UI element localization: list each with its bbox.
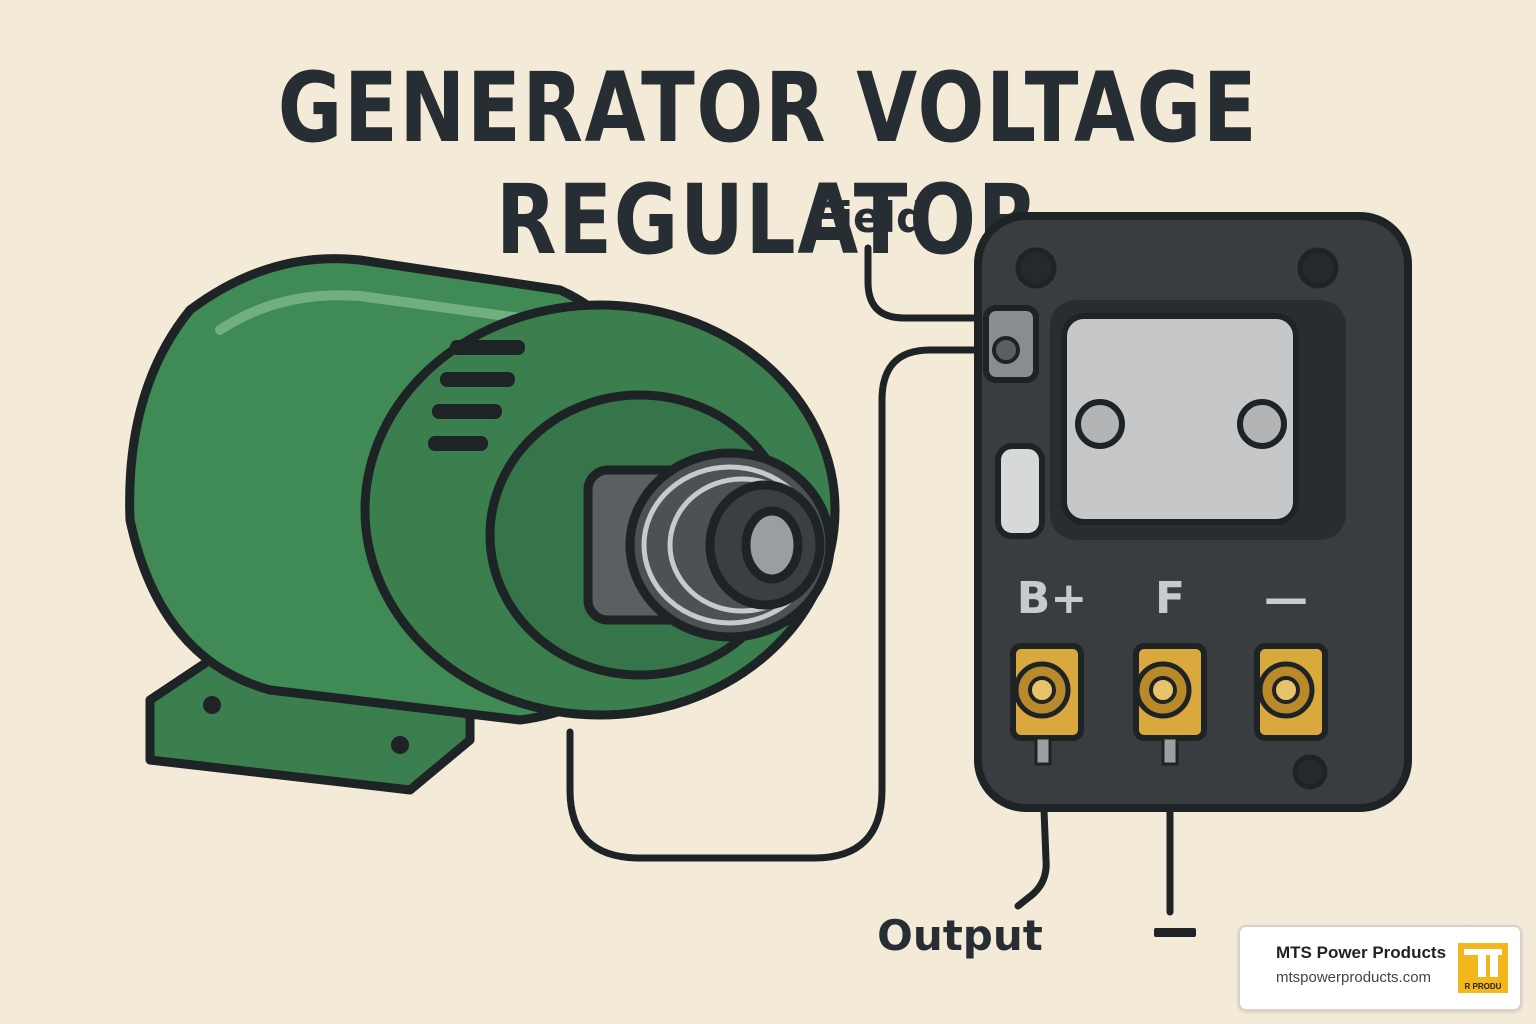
regulator-fuse xyxy=(995,443,1045,539)
brand-logo-text: R PRODU xyxy=(1464,982,1502,991)
terminal-label-minus: — xyxy=(1264,573,1308,624)
brand-name: MTS Power Products xyxy=(1276,943,1447,962)
mount-hole xyxy=(1297,247,1339,289)
brand-badge[interactable]: MTS Power Products mtspowerproducts.com … xyxy=(1238,925,1522,1011)
mount-hole xyxy=(1292,754,1328,790)
cover-screw xyxy=(1075,399,1125,449)
field-label: Field xyxy=(810,193,926,242)
terminal-minus xyxy=(1254,643,1328,741)
generator-wire xyxy=(566,346,1006,862)
generator xyxy=(125,254,840,795)
output-wire xyxy=(1014,756,1050,910)
terminal-b-plus xyxy=(1010,643,1084,766)
field-wire xyxy=(864,244,1009,322)
generator-vents xyxy=(428,340,525,451)
terminal-label-f: F xyxy=(1155,573,1185,624)
page-title: GENERATOR VOLTAGE REGULATOR xyxy=(277,52,1259,276)
terminal-f xyxy=(1133,643,1207,766)
cover-screw xyxy=(1237,399,1287,449)
brand-url[interactable]: mtspowerproducts.com xyxy=(1276,969,1432,986)
regulator-cover xyxy=(1061,313,1299,525)
output-label: Output xyxy=(877,911,1043,960)
generator-pulley xyxy=(583,448,835,642)
voltage-regulator: B+ F — xyxy=(974,212,1412,812)
brand-logo-icon: R PRODU xyxy=(1458,943,1508,993)
terminal-label-b-plus: B+ xyxy=(1017,573,1087,624)
ground-symbol xyxy=(1154,928,1196,937)
mount-hole xyxy=(1015,247,1057,289)
